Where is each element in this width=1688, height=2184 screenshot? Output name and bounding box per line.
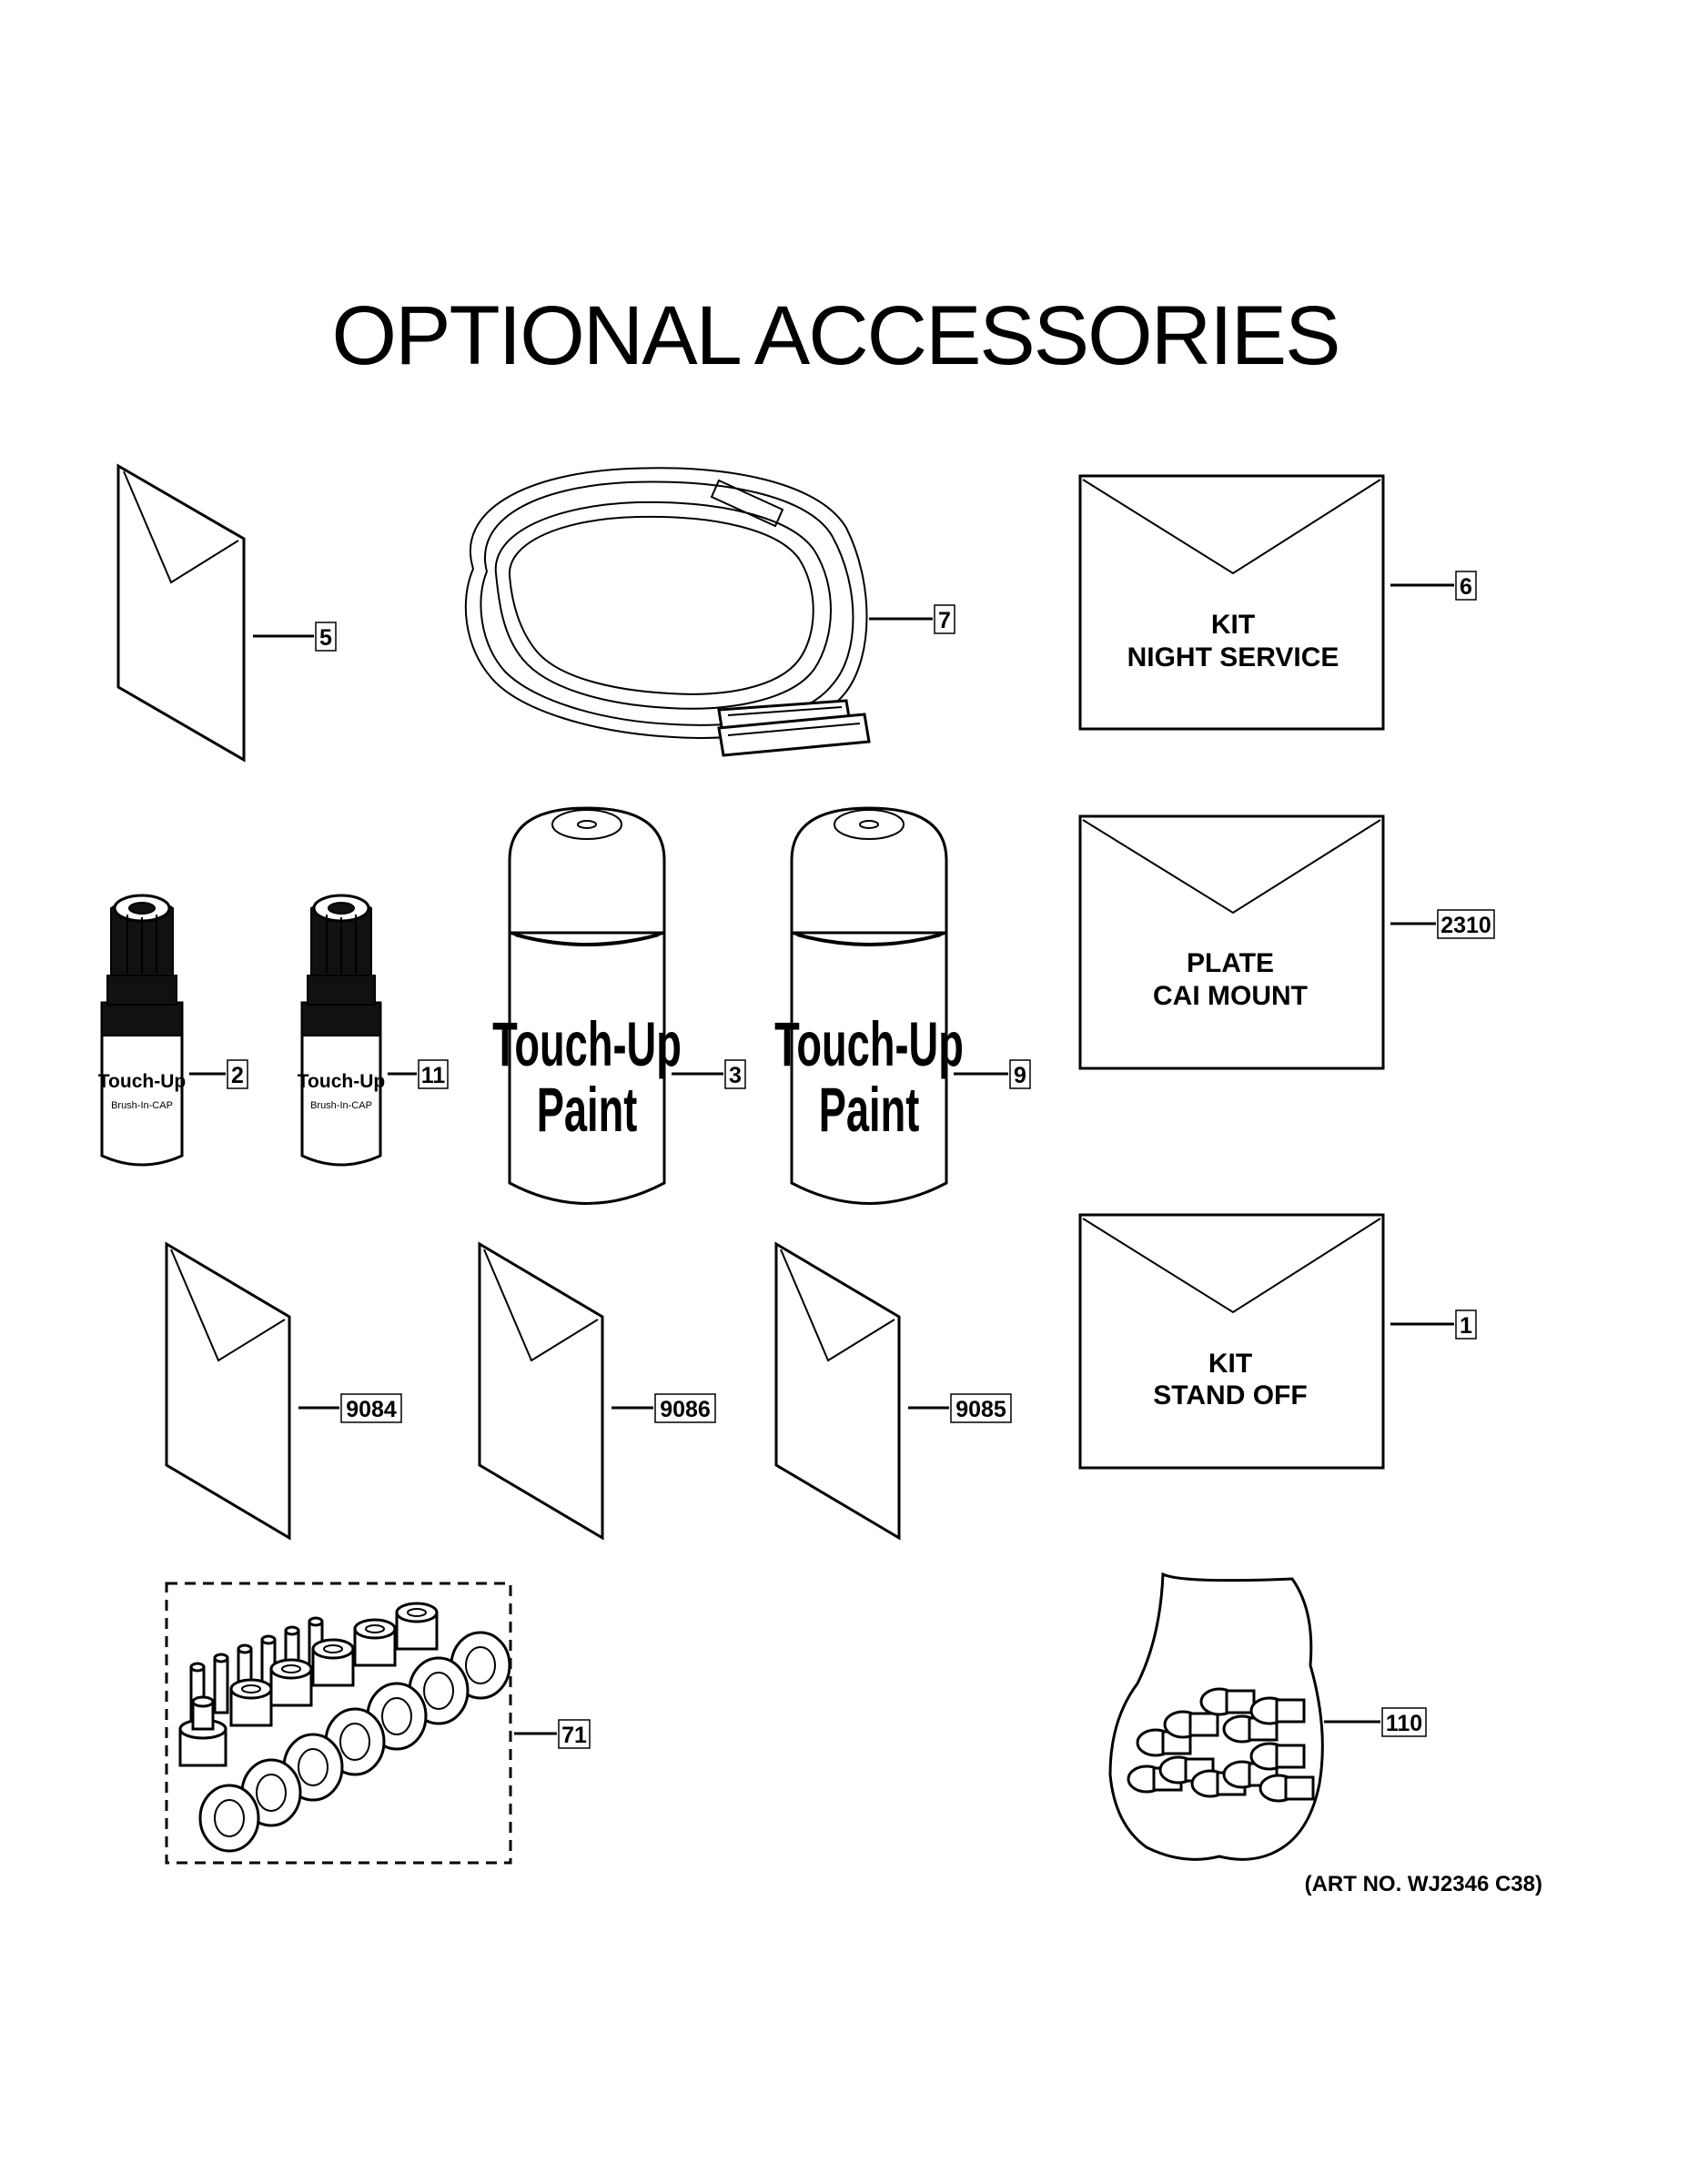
callout-11: 11 [421, 1063, 446, 1088]
envelope-icon [1078, 1213, 1385, 1470]
spray-can-9-label-line1: Touch-Up [774, 1010, 964, 1080]
spray-can-icon [508, 806, 666, 1205]
envelope-6-line2: NIGHT SERVICE [1127, 642, 1339, 672]
spray-can-3: Touch-Up Paint 3 [492, 806, 746, 1205]
folded-sheet-icon [165, 1241, 291, 1541]
callout-2310: 2310 [1440, 913, 1491, 938]
pen-11-label-line2: Brush-In-CAP [310, 1100, 372, 1111]
screw-bag-icon [1108, 1572, 1324, 1861]
envelope-6-line1: KIT [1211, 610, 1255, 640]
envelope-icon [1078, 474, 1385, 731]
screw-bag-110: 110 [1108, 1572, 1427, 1861]
spray-can-3-label-line1: Touch-Up [492, 1010, 682, 1080]
manual-sheet-9086: 9086 [478, 1241, 716, 1541]
manual-sheet-9085: 9085 [774, 1241, 1012, 1541]
touch-up-pen-11: Touch-Up Brush-In-CAP 11 [298, 894, 449, 1167]
envelope-2310-line2: CAI MOUNT [1153, 981, 1308, 1011]
pen-11-label-line1: Touch-Up [298, 1071, 385, 1092]
callout-3: 3 [729, 1063, 742, 1088]
touch-up-pen-icon [300, 894, 382, 1167]
folded-sheet-icon [478, 1241, 604, 1541]
manual-sheet-5: 5 [116, 463, 337, 763]
envelope-2310-line1: PLATE [1187, 948, 1274, 978]
folded-sheet-icon [116, 463, 246, 763]
callout-9086: 9086 [660, 1397, 711, 1422]
spray-can-9-label-line2: Paint [819, 1076, 920, 1146]
touch-up-pen-2: Touch-Up Brush-In-CAP 2 [98, 894, 248, 1167]
bushing-set-frame [165, 1582, 512, 1865]
envelope-6: KIT NIGHT SERVICE 6 [1078, 474, 1477, 731]
callout-9084: 9084 [346, 1397, 397, 1422]
spray-can-9: Touch-Up Paint 9 [774, 806, 1031, 1205]
bushing-set-71: 71 [165, 1582, 591, 1865]
callout-110: 110 [1386, 1711, 1422, 1736]
envelope-1-line1: KIT [1208, 1349, 1252, 1379]
callout-1: 1 [1460, 1313, 1472, 1339]
folded-sheet-icon [774, 1241, 901, 1541]
spray-can-icon [790, 806, 948, 1205]
touch-up-pen-icon [100, 894, 184, 1167]
callout-2: 2 [231, 1063, 244, 1088]
gasket-coil-icon [464, 467, 871, 757]
envelope-icon [1078, 814, 1385, 1070]
bushing-set-icon [178, 1602, 511, 1853]
callout-5: 5 [319, 625, 332, 651]
callout-9: 9 [1014, 1063, 1026, 1088]
callout-7: 7 [938, 608, 951, 633]
envelope-1: KIT STAND OFF 1 [1078, 1213, 1477, 1470]
callout-9085: 9085 [955, 1397, 1006, 1422]
gasket-7: 7 [464, 467, 955, 757]
callout-71: 71 [561, 1723, 587, 1748]
envelope-1-line2: STAND OFF [1153, 1380, 1307, 1410]
pen-2-label-line2: Brush-In-CAP [111, 1100, 173, 1111]
pen-2-label-line1: Touch-Up [98, 1071, 186, 1092]
page-title: OPTIONAL ACCESSORIES [332, 289, 1339, 382]
art-number: (ART NO. WJ2346 C38) [1305, 1872, 1542, 1896]
envelope-2310: PLATE CAI MOUNT 2310 [1078, 814, 1495, 1070]
callout-6: 6 [1460, 574, 1472, 600]
spray-can-3-label-line2: Paint [537, 1076, 638, 1146]
manual-sheet-9084: 9084 [165, 1241, 402, 1541]
